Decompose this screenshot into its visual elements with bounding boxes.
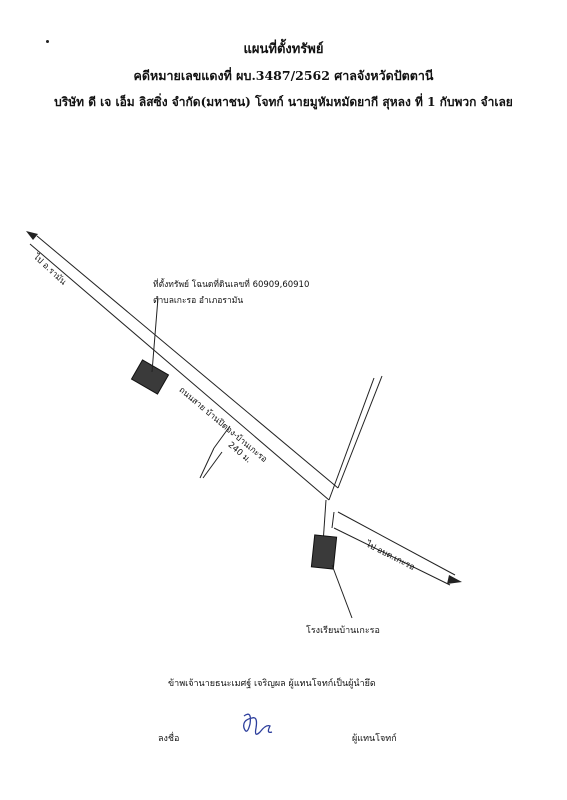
school-block: [310, 534, 338, 570]
south-road-edge-right: [331, 511, 335, 529]
school-pointer-line: [331, 564, 353, 619]
signature-drawing: [243, 713, 273, 735]
map-title: แผนที่ตั้งทรัพย์: [243, 42, 324, 57]
property-block: [130, 359, 170, 395]
ne-road-edge-right: [337, 375, 383, 489]
property-label-line2: ตำบลเกะรอ อำเภอรามัน: [153, 296, 244, 306]
side-lane-edge-3: [199, 447, 215, 479]
role-label: ผู้แทนโจทก์: [352, 734, 397, 744]
obt-road-edge-upper: [337, 511, 456, 576]
parties-line: บริษัท ดี เจ เอ็ม ลิสซิ่ง จำกัด(มหาชน) โ…: [54, 95, 513, 109]
side-lane-edge-1: [213, 425, 231, 449]
obt-road-edge-lower: [333, 527, 451, 586]
sign-label: ลงชื่อ: [158, 734, 180, 744]
school-label: โรงเรียนบ้านเกะรอ: [306, 626, 380, 636]
arrow-to-raman: [26, 231, 38, 240]
property-label-line1: ที่ตั้งทรัพย์ โฉนดที่ดินเลขที่ 60909,609…: [153, 280, 310, 290]
ne-road-edge-left: [328, 377, 375, 501]
property-pointer-line: [151, 297, 159, 373]
main-road-edge-lower: [29, 243, 330, 501]
declaration-text: ข้าพเจ้านายธนะเมศฐ์ เจริญผล ผู้แทนโจทก์เ…: [168, 679, 376, 689]
arrow-to-obt: [447, 575, 462, 584]
case-number-line: คดีหมายเลขแดงที่ ผบ.3487/2562 ศาลจังหวัด…: [133, 68, 434, 83]
speck-mark: [46, 40, 49, 43]
side-lane-edge-2: [202, 451, 223, 479]
main-road-edge-upper: [36, 235, 339, 489]
